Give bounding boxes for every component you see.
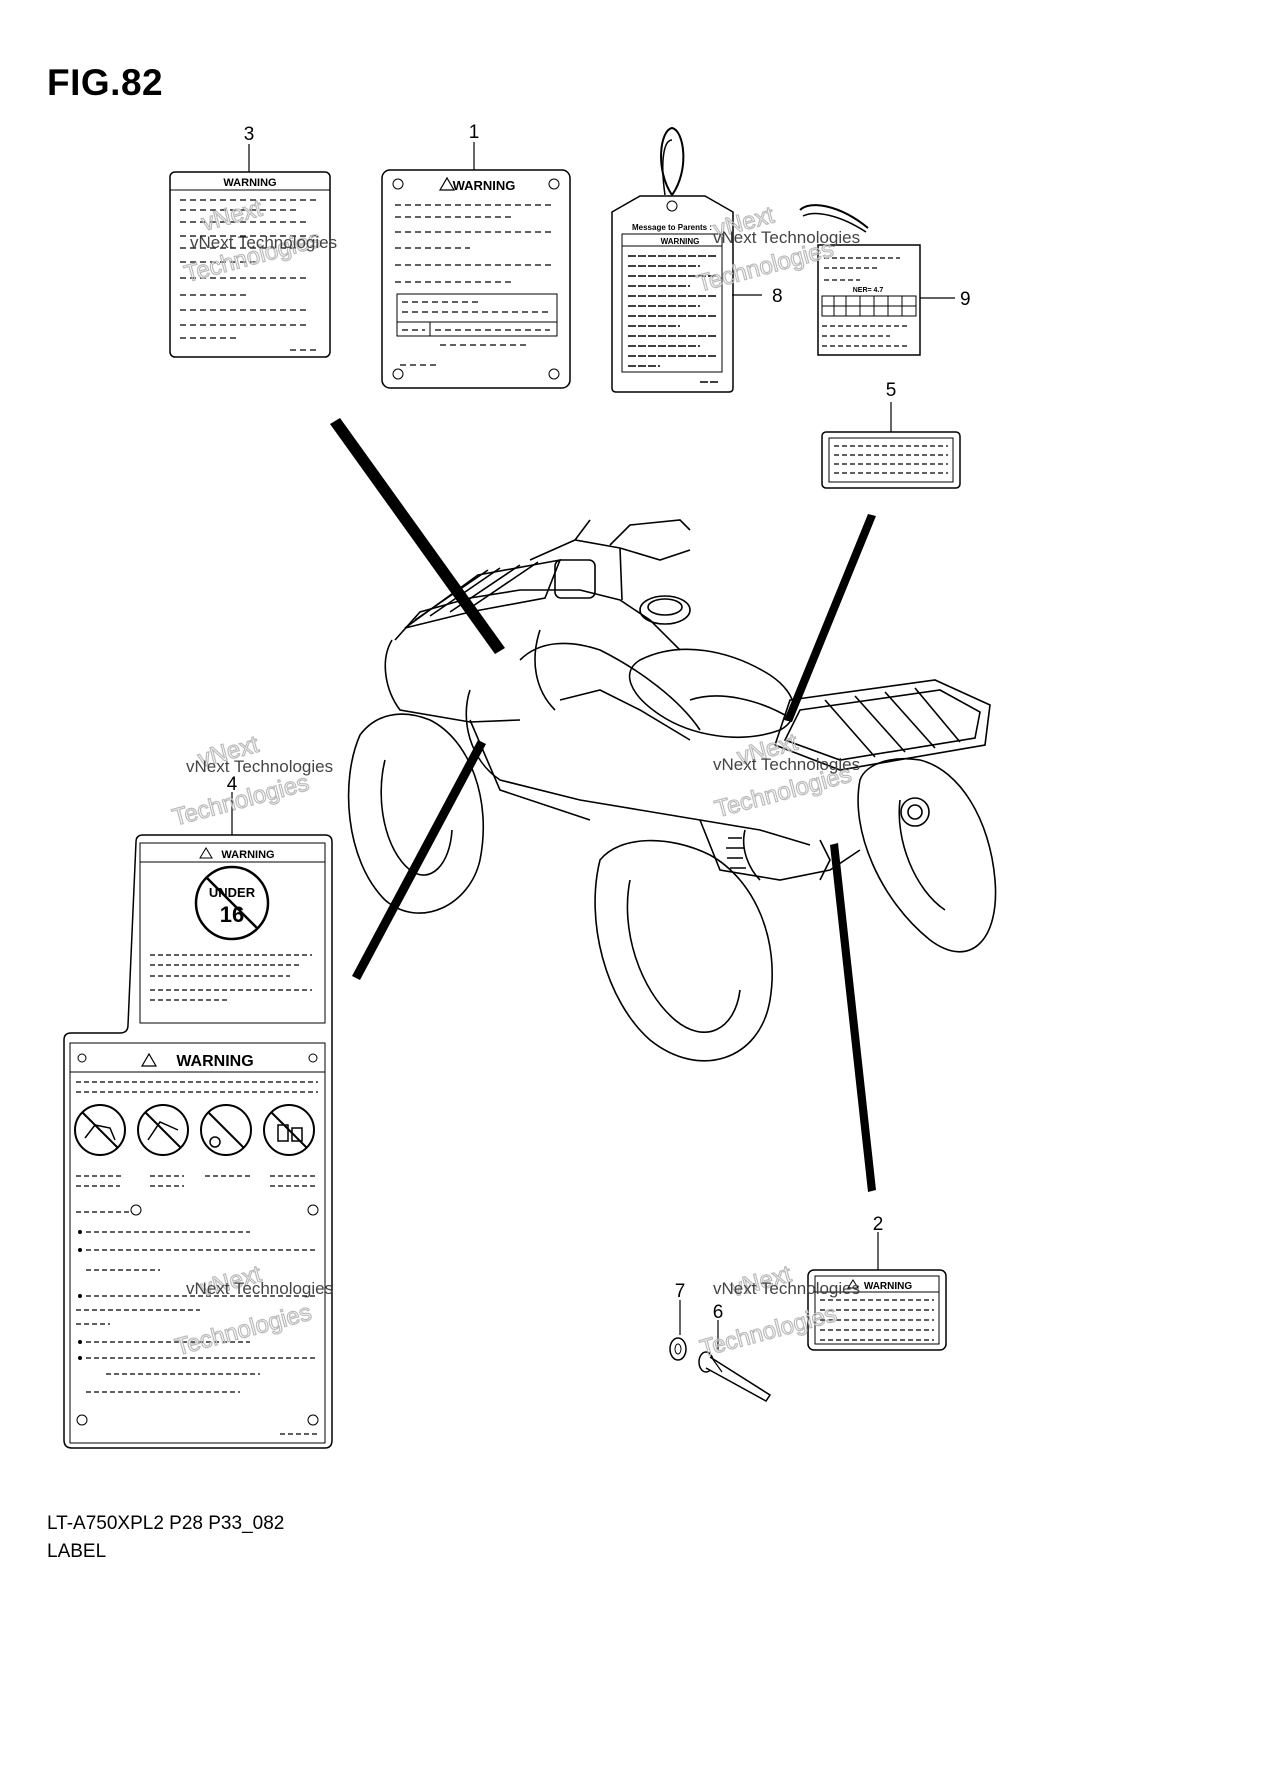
watermark-bottom-left-line2: vNext Technologies bbox=[186, 1279, 333, 1298]
label-8-warning-text: WARNING bbox=[661, 237, 700, 246]
callout-8: 8 bbox=[772, 286, 783, 307]
ner-text: NER= 4.7 bbox=[853, 287, 884, 294]
part-7-washer[interactable] bbox=[669, 1337, 687, 1361]
no-passenger-icon bbox=[74, 1104, 126, 1156]
callouts bbox=[231, 142, 955, 1350]
no-road-icon bbox=[137, 1104, 189, 1156]
watermark-top-line2: vNext Technologies bbox=[190, 233, 337, 252]
atv-illustration bbox=[347, 519, 997, 1062]
label-8-parents-tag[interactable]: Message to Parents : WARNING bbox=[611, 126, 734, 393]
label-4-main-warning-text: WARNING bbox=[176, 1053, 253, 1070]
watermark-bottom-right-line2: vNext Technologies bbox=[713, 1279, 860, 1298]
callout-9: 9 bbox=[960, 289, 971, 310]
callout-numbers: 3 1 8 9 5 4 2 6 7 bbox=[227, 122, 971, 1323]
label-5-sticker[interactable] bbox=[821, 431, 961, 489]
parents-tag-heading: Message to Parents : bbox=[632, 223, 712, 232]
watermark-top-right-line2: vNext Technologies bbox=[713, 228, 860, 247]
under16-line2: 16 bbox=[220, 902, 244, 927]
label-2-warning-text: WARNING bbox=[864, 1281, 913, 1292]
watermark-mid-left-line2: vNext Technologies bbox=[186, 757, 333, 776]
no-stunts-icon bbox=[200, 1104, 252, 1156]
figure-caption: LABEL bbox=[47, 1541, 107, 1562]
watermark-mid-right: Technologies vNext vNext Technologies bbox=[712, 728, 861, 824]
callout-7: 7 bbox=[675, 1281, 686, 1302]
callout-2: 2 bbox=[873, 1214, 884, 1235]
model-code: LT-A750XPL2 P28 P33_082 bbox=[47, 1513, 285, 1534]
callout-5: 5 bbox=[886, 380, 897, 401]
label-2-warning-sticker[interactable]: WARNING bbox=[807, 1269, 947, 1351]
label-9-ner-tag[interactable]: NER= 4.7 bbox=[799, 204, 921, 356]
under16-line1: UNDER bbox=[209, 885, 256, 900]
watermark-mid-left-line3: Technologies bbox=[170, 769, 312, 831]
warning-triangle-icon bbox=[438, 176, 456, 191]
no-drugs-alcohol-icon bbox=[263, 1104, 315, 1156]
label-3-warning-text: WARNING bbox=[223, 177, 276, 189]
under-16-prohibition-icon: UNDER 16 bbox=[194, 865, 270, 941]
part-6-rivet[interactable] bbox=[698, 1351, 772, 1402]
watermark-top-right: Technologies vNext vNext Technologies bbox=[693, 201, 860, 298]
watermark-mid-left: Technologies vNext vNext Technologies bbox=[169, 730, 333, 832]
label-1-warning-sticker[interactable]: WARNING bbox=[381, 169, 571, 389]
callout-6: 6 bbox=[713, 1302, 724, 1323]
label-1-warning-text: WARNING bbox=[453, 178, 516, 193]
label-4-top-warning-text: WARNING bbox=[221, 849, 274, 861]
figure-title: FIG.82 bbox=[47, 62, 164, 103]
callout-3: 3 bbox=[244, 124, 255, 145]
callout-4: 4 bbox=[227, 774, 238, 795]
label-4-warning-sticker[interactable]: WARNING UNDER 16 WARNING bbox=[63, 834, 333, 1449]
label-3-warning-sticker[interactable]: WARNING bbox=[169, 171, 331, 358]
watermark-mid-right-line2: vNext Technologies bbox=[713, 755, 860, 774]
callout-1: 1 bbox=[469, 122, 480, 143]
pointer-bars bbox=[330, 418, 876, 1192]
